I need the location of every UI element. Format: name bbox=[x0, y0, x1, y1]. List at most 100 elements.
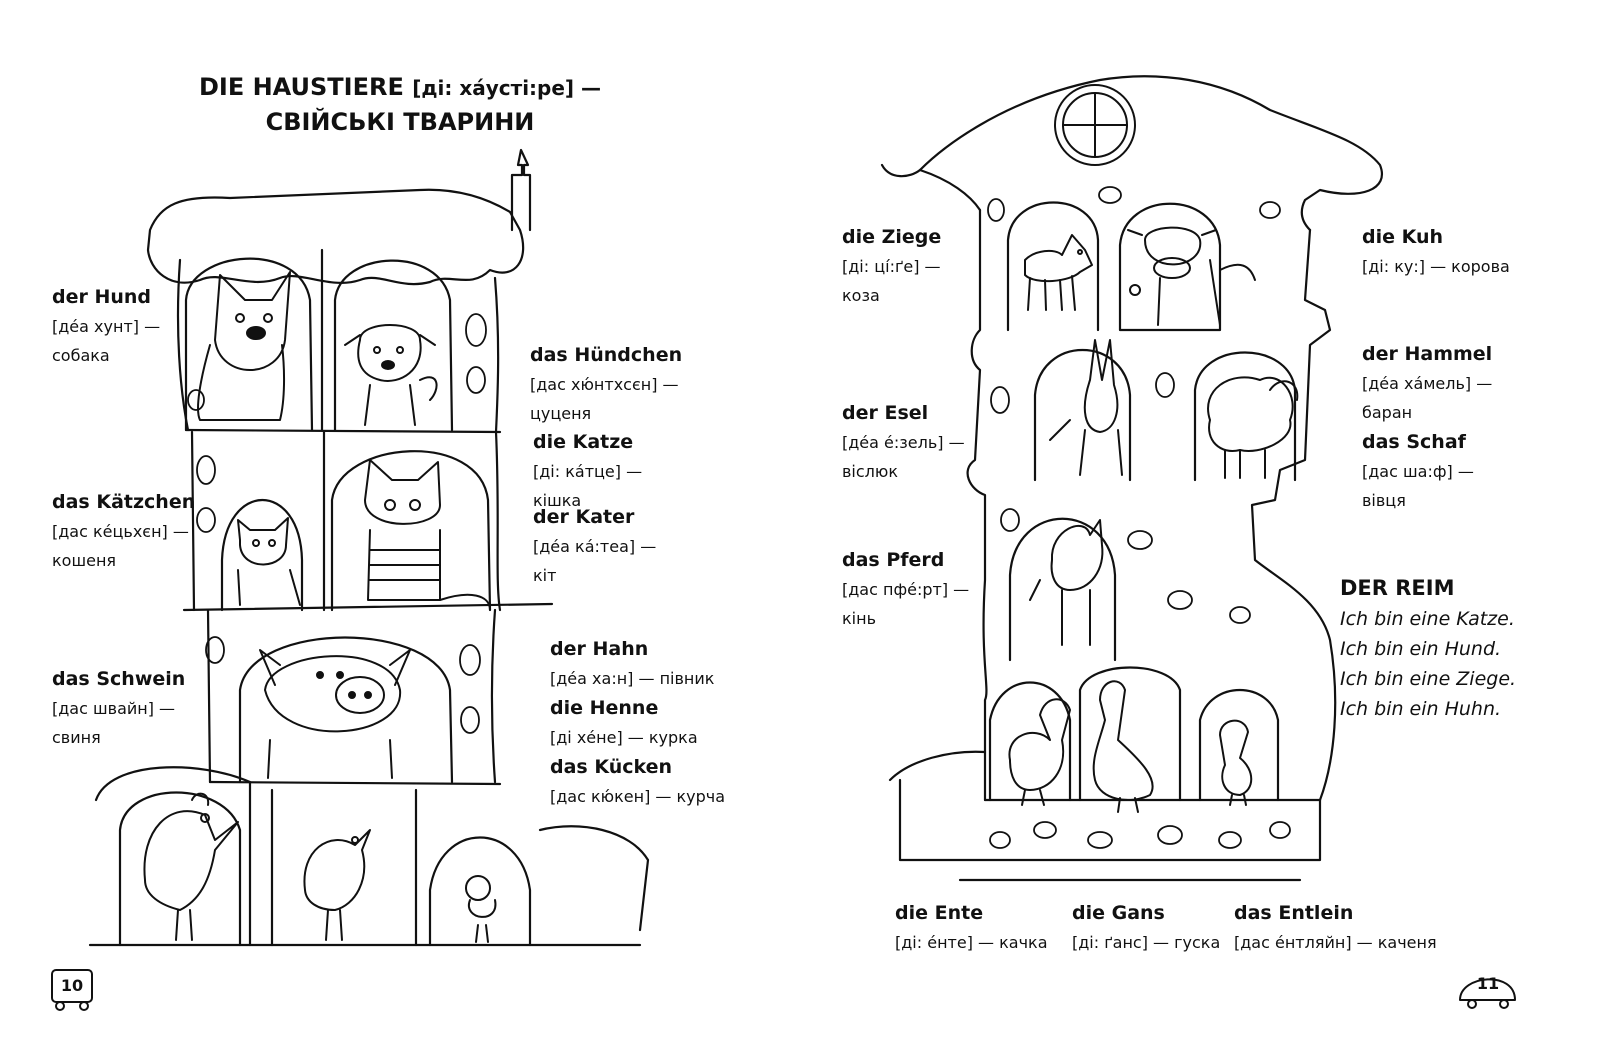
train-car-icon bbox=[1459, 978, 1516, 1009]
entry-die-kuh: die Kuh [ді: ку:] — корова bbox=[1362, 223, 1510, 281]
entry-der-esel: der Esel [дéа é:зель] — віслюк bbox=[842, 399, 965, 486]
chick-icon bbox=[465, 875, 497, 943]
entry-der-kater: der Kater [дéа кá:теа] — кіт bbox=[533, 503, 656, 590]
entry-word: das Hündchen bbox=[530, 344, 683, 366]
entry-word: das Kätzchen bbox=[52, 491, 196, 513]
pig-icon bbox=[259, 649, 411, 779]
entry-transcription: [дéа хáмель] — bbox=[1362, 374, 1493, 393]
entry-die-henne: die Henne [ді хéне] — курка bbox=[550, 694, 698, 752]
entry-meaning: кіт bbox=[533, 566, 557, 585]
entry-der-hahn: der Hahn [дéа ха:н] — півник bbox=[550, 635, 714, 693]
entry-word: das Schaf bbox=[1362, 431, 1466, 453]
entry-word: der Hammel bbox=[1362, 343, 1493, 365]
cow-icon bbox=[1127, 226, 1256, 326]
entry-transcription: [дéа кá:теа] — bbox=[533, 537, 657, 556]
entry-das-entlein: das Entlein [дас éнтляйн] — каченя bbox=[1234, 899, 1437, 957]
page-number: 11 bbox=[1476, 974, 1500, 993]
title-transcription: [ді: хáусті:ре] — bbox=[412, 76, 602, 100]
cat-icon bbox=[364, 459, 491, 611]
entry-meaning: кішка bbox=[533, 491, 582, 510]
entry-transcription: [дéа хунт] — bbox=[52, 317, 161, 336]
sheep-icon bbox=[1207, 376, 1299, 479]
dog-window bbox=[184, 257, 314, 432]
entry-transcription: [дас кéцьхєн] — bbox=[52, 522, 189, 541]
entry-transcription: [дас éнтляйн] — каченя bbox=[1234, 933, 1437, 952]
entry-word: das Kücken bbox=[550, 756, 673, 778]
reim-line: Ich bin ein Hund. bbox=[1340, 638, 1502, 660]
entry-meaning: свиня bbox=[52, 728, 101, 747]
entry-word: die Ziege bbox=[842, 226, 942, 248]
entry-meaning: кінь bbox=[842, 609, 876, 628]
entry-transcription: [дас швайн] — bbox=[52, 699, 176, 718]
entry-word: die Katze bbox=[533, 431, 634, 453]
duck-icon bbox=[1008, 698, 1071, 806]
wall-stones bbox=[187, 313, 487, 734]
entry-word: der Hahn bbox=[550, 638, 649, 660]
entry-word: das Schwein bbox=[52, 668, 186, 690]
entry-das-schwein: das Schwein [дас швайн] — свиня bbox=[52, 665, 185, 752]
entry-word: die Ente bbox=[895, 902, 984, 924]
hen-icon bbox=[303, 829, 371, 941]
entry-der-hammel: der Hammel [дéа хáмель] — баран bbox=[1362, 340, 1492, 427]
train-car-icon bbox=[51, 969, 93, 1011]
kitten-icon bbox=[237, 517, 301, 606]
entry-word: der Hund bbox=[52, 286, 152, 308]
entry-transcription: [дас пфé:рт] — bbox=[842, 580, 970, 599]
entry-die-ente: die Ente [ді: éнте] — качка bbox=[895, 899, 1048, 957]
rose-window bbox=[1054, 84, 1136, 166]
entry-meaning: собака bbox=[52, 346, 110, 365]
title-translation: СВІЙСЬКІ ТВАРИНИ bbox=[265, 108, 535, 136]
duckling-icon bbox=[1219, 719, 1253, 806]
left-house-illustration bbox=[51, 148, 650, 1011]
puppy-icon bbox=[344, 324, 438, 426]
entry-das-huendchen: das Hündchen [дас хю́нтхсєн] — цуценя bbox=[530, 341, 682, 428]
entry-meaning: віслюк bbox=[842, 462, 899, 481]
entry-das-schaf: das Schaf [дас ша:ф] — вівця bbox=[1362, 428, 1474, 515]
entry-transcription: [дас ша:ф] — bbox=[1362, 462, 1474, 481]
entry-word: die Henne bbox=[550, 697, 659, 719]
reim-line: Ich bin eine Katze. bbox=[1340, 608, 1515, 630]
page-number: 10 bbox=[60, 976, 84, 995]
entry-word: der Kater bbox=[533, 506, 635, 528]
entry-meaning: вівця bbox=[1362, 491, 1406, 510]
entry-transcription: [ді: ку:] — корова bbox=[1362, 257, 1510, 276]
goose-icon bbox=[1092, 680, 1154, 813]
reim-line: Ich bin eine Ziege. bbox=[1340, 668, 1517, 690]
right-house-illustration bbox=[880, 75, 1516, 1009]
entry-die-gans: die Gans [ді: ґанс] — гуска bbox=[1072, 899, 1220, 957]
page-title: DIE HAUSTIERE [ді: хáусті:ре] — СВІЙСЬКІ… bbox=[150, 70, 650, 139]
horse-icon bbox=[1029, 519, 1104, 646]
wall-stones bbox=[987, 186, 1291, 849]
entry-das-pferd: das Pferd [дас пфé:рт] — кінь bbox=[842, 546, 969, 633]
entry-die-ziege: die Ziege [ді: ці́:ґе] — коза bbox=[842, 223, 941, 310]
entry-meaning: цуценя bbox=[530, 404, 592, 423]
entry-das-kaetzchen: das Kätzchen [дас кéцьхєн] — кошеня bbox=[52, 488, 195, 575]
dog-icon bbox=[197, 271, 291, 421]
entry-word: die Gans bbox=[1072, 902, 1165, 924]
entry-word: die Kuh bbox=[1362, 226, 1444, 248]
entry-transcription: [ді: ці́:ґе] — bbox=[842, 257, 941, 276]
rooster-icon bbox=[143, 792, 239, 941]
entry-transcription: [дéа é:зель] — bbox=[842, 433, 965, 452]
entry-transcription: [дéа ха:н] — півник bbox=[550, 669, 715, 688]
left-page: DIE HAUSTIERE [ді: хáусті:ре] — СВІЙСЬКІ… bbox=[51, 70, 725, 1011]
entry-word: das Entlein bbox=[1234, 902, 1354, 924]
entry-word: der Esel bbox=[842, 402, 929, 424]
right-page: die Ziege [ді: ці́:ґе] — коза die Kuh [д… bbox=[800, 0, 1600, 1046]
donkey-icon bbox=[1049, 339, 1123, 476]
entry-transcription: [дас кю́кен] — курча bbox=[550, 787, 726, 806]
entry-transcription: [ді: ґанс] — гуска bbox=[1072, 933, 1221, 952]
entry-die-katze: die Katze [ді: кáтце] — кішка bbox=[533, 428, 642, 515]
reim-block: DER REIM Ich bin eine Katze. Ich bin ein… bbox=[1340, 572, 1516, 724]
goat-icon bbox=[1024, 234, 1093, 311]
entry-meaning: баран bbox=[1362, 403, 1413, 422]
entry-transcription: [дас хю́нтхсєн] — bbox=[530, 375, 679, 394]
entry-meaning: коза bbox=[842, 286, 880, 305]
entry-word: das Pferd bbox=[842, 549, 945, 571]
reim-line: Ich bin ein Huhn. bbox=[1340, 698, 1502, 720]
entry-das-kuecken: das Kücken [дас кю́кен] — курча bbox=[550, 753, 725, 811]
entry-der-hund: der Hund [дéа хунт] — собака bbox=[52, 283, 160, 370]
reim-heading: DER REIM bbox=[1340, 576, 1455, 600]
title-main: DIE HAUSTIERE bbox=[198, 73, 404, 101]
entry-transcription: [ді: кáтце] — bbox=[533, 462, 643, 481]
